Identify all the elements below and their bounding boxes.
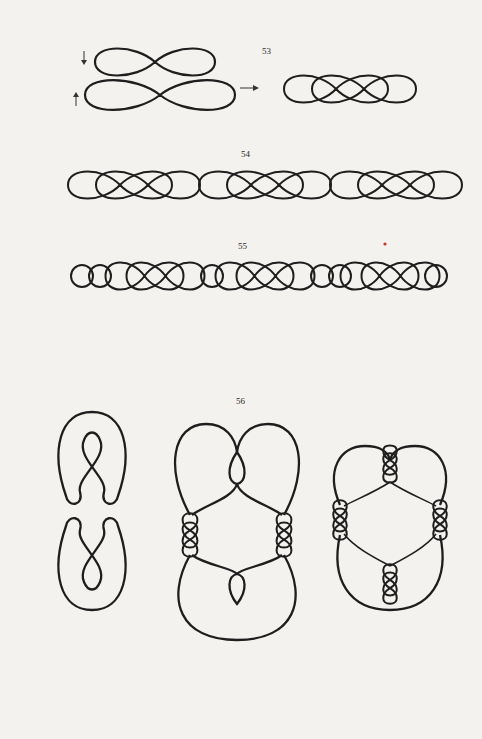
braided-pair bbox=[277, 513, 292, 557]
braided-pair bbox=[183, 513, 198, 557]
ring bbox=[201, 265, 223, 287]
figure-53 bbox=[73, 49, 416, 110]
inner-strand bbox=[344, 534, 390, 566]
pretzel-loop bbox=[58, 412, 125, 504]
inner-strand bbox=[390, 534, 436, 566]
braided-pair bbox=[284, 76, 416, 103]
figure-55 bbox=[71, 263, 447, 290]
braided-pair bbox=[199, 172, 331, 199]
figure-number: 56 bbox=[236, 397, 245, 406]
pretzel-loop bbox=[58, 518, 125, 610]
strand bbox=[237, 484, 282, 515]
red-speck bbox=[383, 242, 386, 245]
figure-number: 55 bbox=[238, 242, 247, 251]
braided-pair bbox=[330, 172, 462, 199]
braided-pair bbox=[383, 446, 397, 483]
figure-number: 54 bbox=[241, 150, 250, 159]
figure-54 bbox=[68, 172, 462, 246]
braided-pair bbox=[383, 564, 397, 604]
arrow-head bbox=[253, 85, 259, 91]
figure-eight bbox=[85, 80, 235, 110]
braided-pair bbox=[68, 172, 200, 199]
figure-eight bbox=[95, 49, 215, 76]
figure-56 bbox=[58, 412, 446, 640]
inner-loop bbox=[229, 574, 244, 604]
inner-loop bbox=[229, 452, 244, 484]
braided-pair bbox=[106, 263, 205, 290]
arrow-head bbox=[73, 92, 79, 97]
strand bbox=[237, 555, 282, 574]
figure-number: 53 bbox=[262, 47, 271, 56]
inner-strand bbox=[344, 482, 390, 506]
ring bbox=[425, 265, 447, 287]
arrow-head bbox=[81, 60, 87, 65]
braided-pair bbox=[216, 263, 315, 290]
arrow-right bbox=[240, 88, 255, 89]
outer-bottom bbox=[337, 535, 442, 610]
inner-strand bbox=[390, 482, 436, 506]
outer-bottom bbox=[178, 555, 295, 640]
outer-lobes bbox=[175, 424, 299, 515]
strand bbox=[192, 555, 237, 574]
outer-lobes bbox=[334, 446, 446, 505]
strand bbox=[192, 484, 237, 515]
